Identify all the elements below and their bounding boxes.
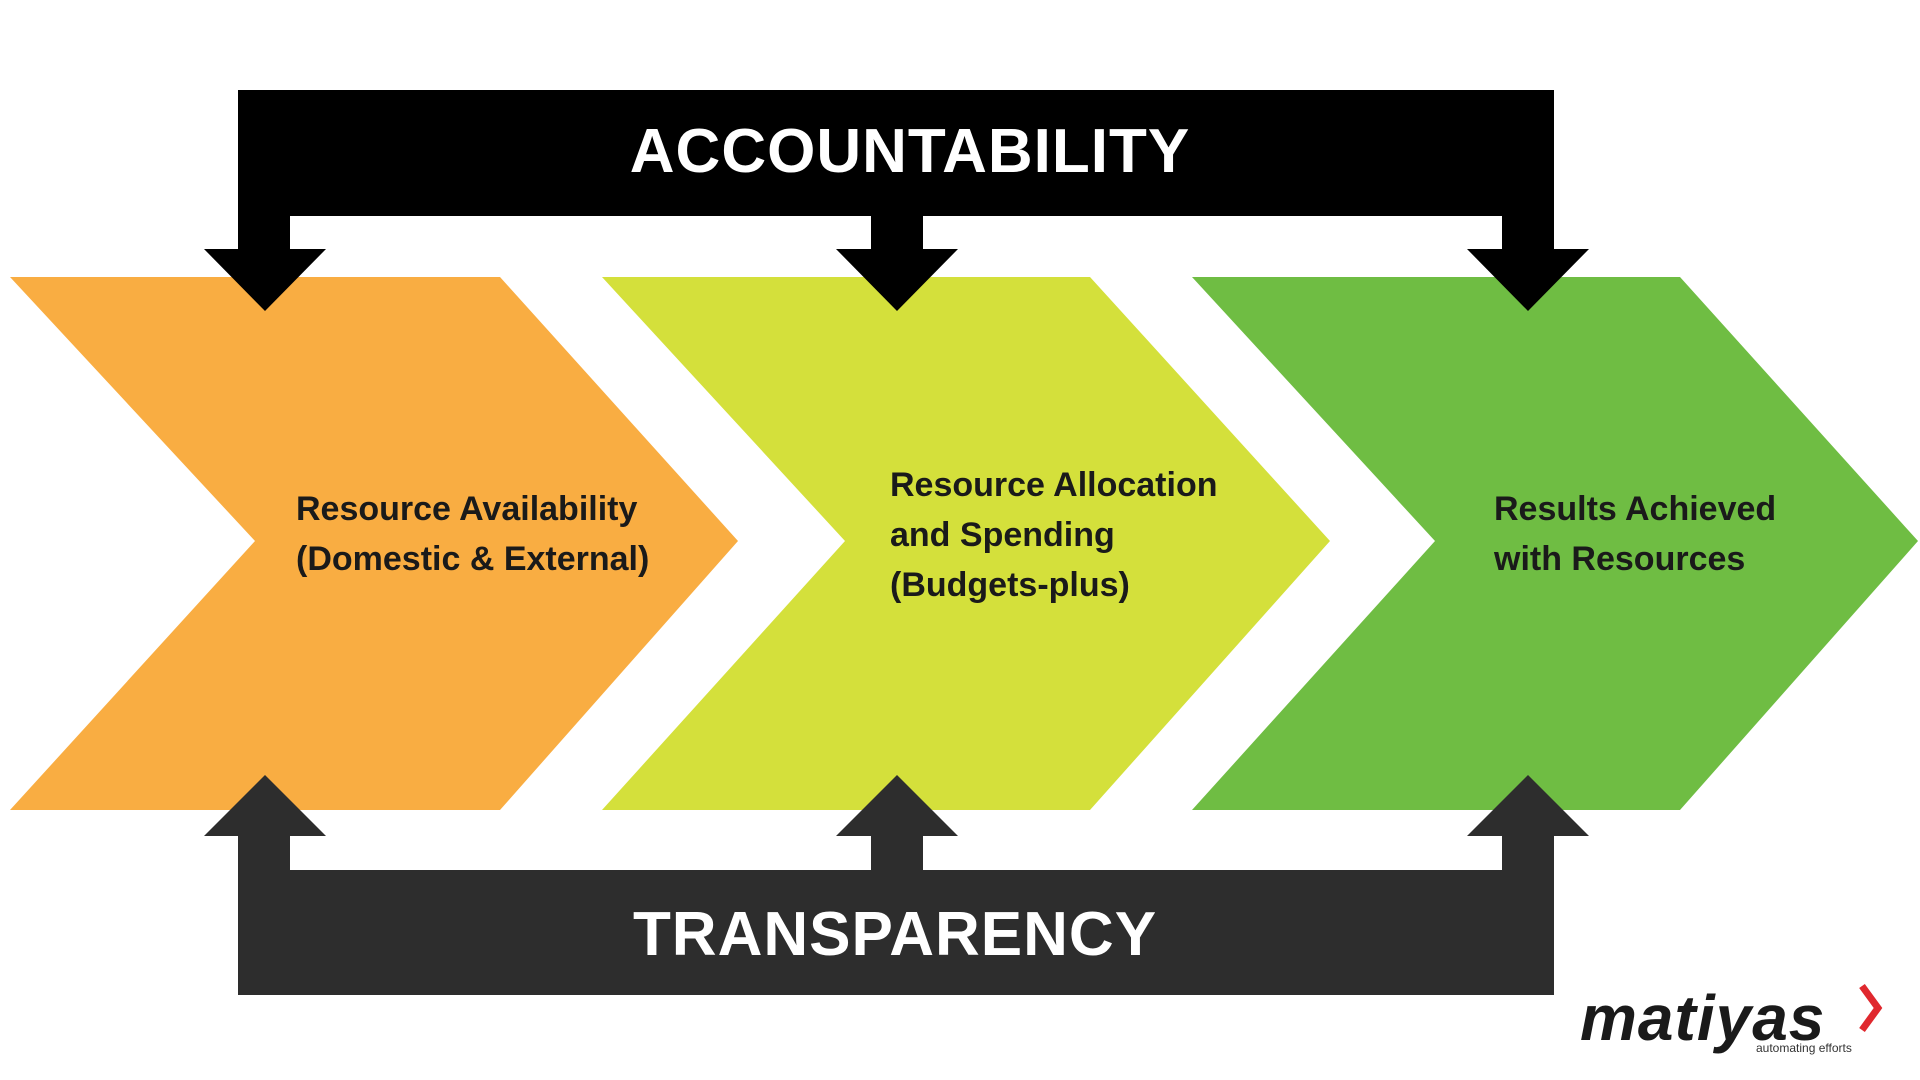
transparency-label: TRANSPARENCY [633,900,1157,969]
stage-2-text: Resource Allocation and Spending (Budget… [890,466,1227,604]
accountability-label: ACCOUNTABILITY [630,117,1190,186]
stage-2-line-1: Resource Allocation [890,466,1217,504]
arrow-up-icon [204,775,326,836]
stage-1-line-2: (Domestic & External) [296,540,649,578]
arrow-up-icon [836,775,958,836]
matiyas-logo: matiyas automating efforts [1580,982,1883,1055]
stage-chevron-3 [1192,277,1918,810]
logo-tagline: automating efforts [1756,1041,1852,1055]
arrow-down-icon [204,249,326,311]
chevron-right-icon [1859,983,1883,1033]
stage-chevron-2 [602,277,1330,810]
accountability-bracket [204,90,1589,311]
arrow-down-icon [1467,249,1589,311]
stage-2-line-2: and Spending [890,516,1115,554]
stage-3-line-1: Results Achieved [1494,490,1776,528]
logo-wordmark: matiyas [1580,982,1825,1054]
stage-1-text: Resource Availability (Domestic & Extern… [296,490,649,578]
stage-3-text: Results Achieved with Resources [1493,490,1786,578]
arrow-down-icon [836,249,958,311]
stage-3-line-2: with Resources [1493,540,1745,578]
arrow-up-icon [1467,775,1589,836]
stage-1-line-1: Resource Availability [296,490,637,528]
transparency-bracket [204,775,1589,995]
stage-chevron-1 [10,277,738,810]
stage-2-line-3: (Budgets-plus) [890,566,1130,604]
